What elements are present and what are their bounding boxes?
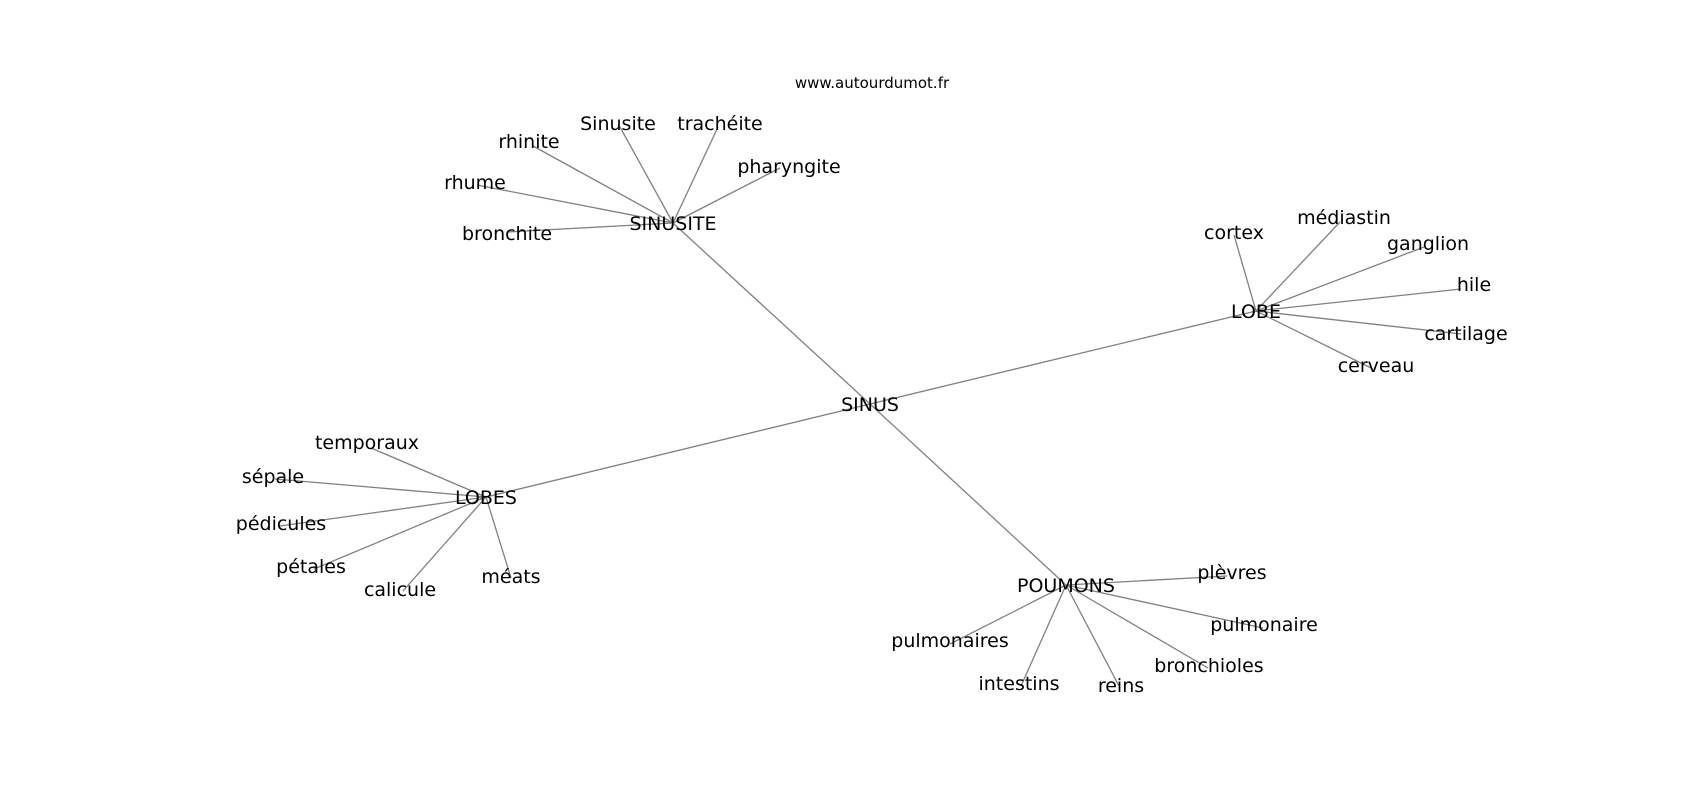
node-label-lobe[interactable]: LOBE [1231,301,1281,323]
label-layer: SINUS SINUSITE rhinite Sinusite trachéite pha… [236,113,1508,697]
edge-lobes-leaf [370,447,487,498]
node-label-leaf[interactable]: pulmonaire [1210,614,1318,636]
edge-sinusite-leaf [672,167,781,224]
node-label-root[interactable]: SINUS [841,394,899,416]
node-label-leaf[interactable]: plèvres [1197,562,1266,584]
edge-lobe-leaf [1255,288,1462,312]
node-label-leaf[interactable]: bronchite [462,223,552,245]
edge-lobe-leaf [1255,246,1425,312]
node-label-lobes[interactable]: LOBES [455,487,517,509]
edge-root-lobe [869,310,1257,405]
edge-root-lobes [485,403,871,498]
node-label-leaf[interactable]: trachéite [677,113,763,135]
edge-sinusite-leaf [672,126,719,224]
edge-poumons-leaf [1065,584,1264,629]
node-label-sinusite[interactable]: SINUSITE [629,213,716,235]
watermark-text: www.autourdumot.fr [795,74,950,92]
edge-poumons-leaf [1065,575,1228,586]
edge-layer [274,126,1462,687]
node-label-leaf[interactable]: pulmonaires [891,630,1008,652]
node-label-leaf[interactable]: pédicules [236,513,326,535]
node-label-leaf[interactable]: calicule [364,579,436,601]
edge-poumons-leaf [949,584,1067,645]
edge-lobes-leaf [274,478,487,498]
edge-sinusite-leaf [619,126,674,224]
edge-sinusite-leaf [532,145,674,224]
node-label-leaf[interactable]: ganglion [1387,233,1469,255]
node-label-leaf[interactable]: cerveau [1338,355,1415,377]
edge-sinusite-leaf [506,222,674,233]
edge-poumons-leaf [1065,584,1120,687]
node-label-leaf[interactable]: rhinite [498,131,559,153]
edge-poumons-leaf [1065,584,1209,669]
edge-lobes-leaf [313,496,487,570]
node-label-leaf[interactable]: sépale [242,466,304,488]
node-label-leaf[interactable]: médiastin [1297,207,1391,229]
node-label-leaf[interactable]: Sinusite [580,113,656,135]
node-label-leaf[interactable]: pétales [276,556,346,578]
edge-lobe-leaf [1255,310,1372,369]
edge-root-poumons [869,403,1067,586]
node-label-leaf[interactable]: méats [481,566,540,588]
edge-sinusite-leaf [476,184,674,224]
edge-lobes-leaf [402,496,487,592]
node-label-leaf[interactable]: temporaux [315,432,419,454]
node-label-leaf[interactable]: rhume [444,172,506,194]
node-label-leaf[interactable]: bronchioles [1154,655,1263,677]
node-label-poumons[interactable]: POUMONS [1017,575,1115,597]
node-label-leaf[interactable]: hile [1457,274,1491,296]
edge-poumons-leaf [1020,584,1067,687]
node-label-leaf[interactable]: intestins [978,673,1059,695]
edge-lobe-leaf [1255,221,1341,312]
edge-lobe-leaf [1233,234,1257,312]
node-label-leaf[interactable]: pharyngite [737,156,840,178]
node-label-leaf[interactable]: cartilage [1424,323,1507,345]
edge-root-sinusite [672,222,871,405]
edge-lobes-leaf [485,496,512,579]
edge-lobe-leaf [1255,310,1462,335]
edge-lobes-leaf [279,496,487,527]
node-label-leaf[interactable]: cortex [1204,222,1264,244]
node-label-leaf[interactable]: reins [1098,675,1144,697]
